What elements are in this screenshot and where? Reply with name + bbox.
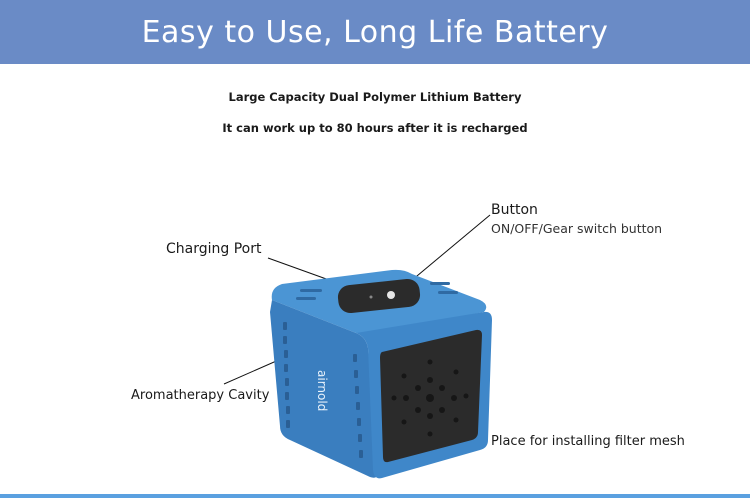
banner-title: Easy to Use, Long Life Battery [141, 14, 609, 50]
side-vents [283, 322, 363, 458]
top-vents [296, 282, 458, 300]
button-label: Button [491, 202, 538, 218]
battery-capacity-text: Large Capacity Dual Polymer Lithium Batt… [228, 90, 522, 104]
control-panel [337, 278, 421, 314]
charging-port-icon [369, 295, 373, 299]
brand-logo: airnold [315, 370, 329, 411]
device-left-face [270, 300, 379, 478]
filter-label: Place for installing filter mesh [491, 434, 685, 449]
button-description: ON/OFF/Gear switch button [491, 221, 663, 236]
filter-holes [391, 359, 469, 437]
charging-port-label: Charging Port [166, 241, 262, 257]
battery-runtime-text: It can work up to 80 hours after it is r… [222, 121, 528, 135]
power-button-icon [387, 291, 395, 299]
header-banner: Easy to Use, Long Life Battery [0, 0, 750, 64]
bottom-divider [0, 494, 750, 498]
aromatherapy-label: Aromatherapy Cavity [131, 388, 270, 403]
